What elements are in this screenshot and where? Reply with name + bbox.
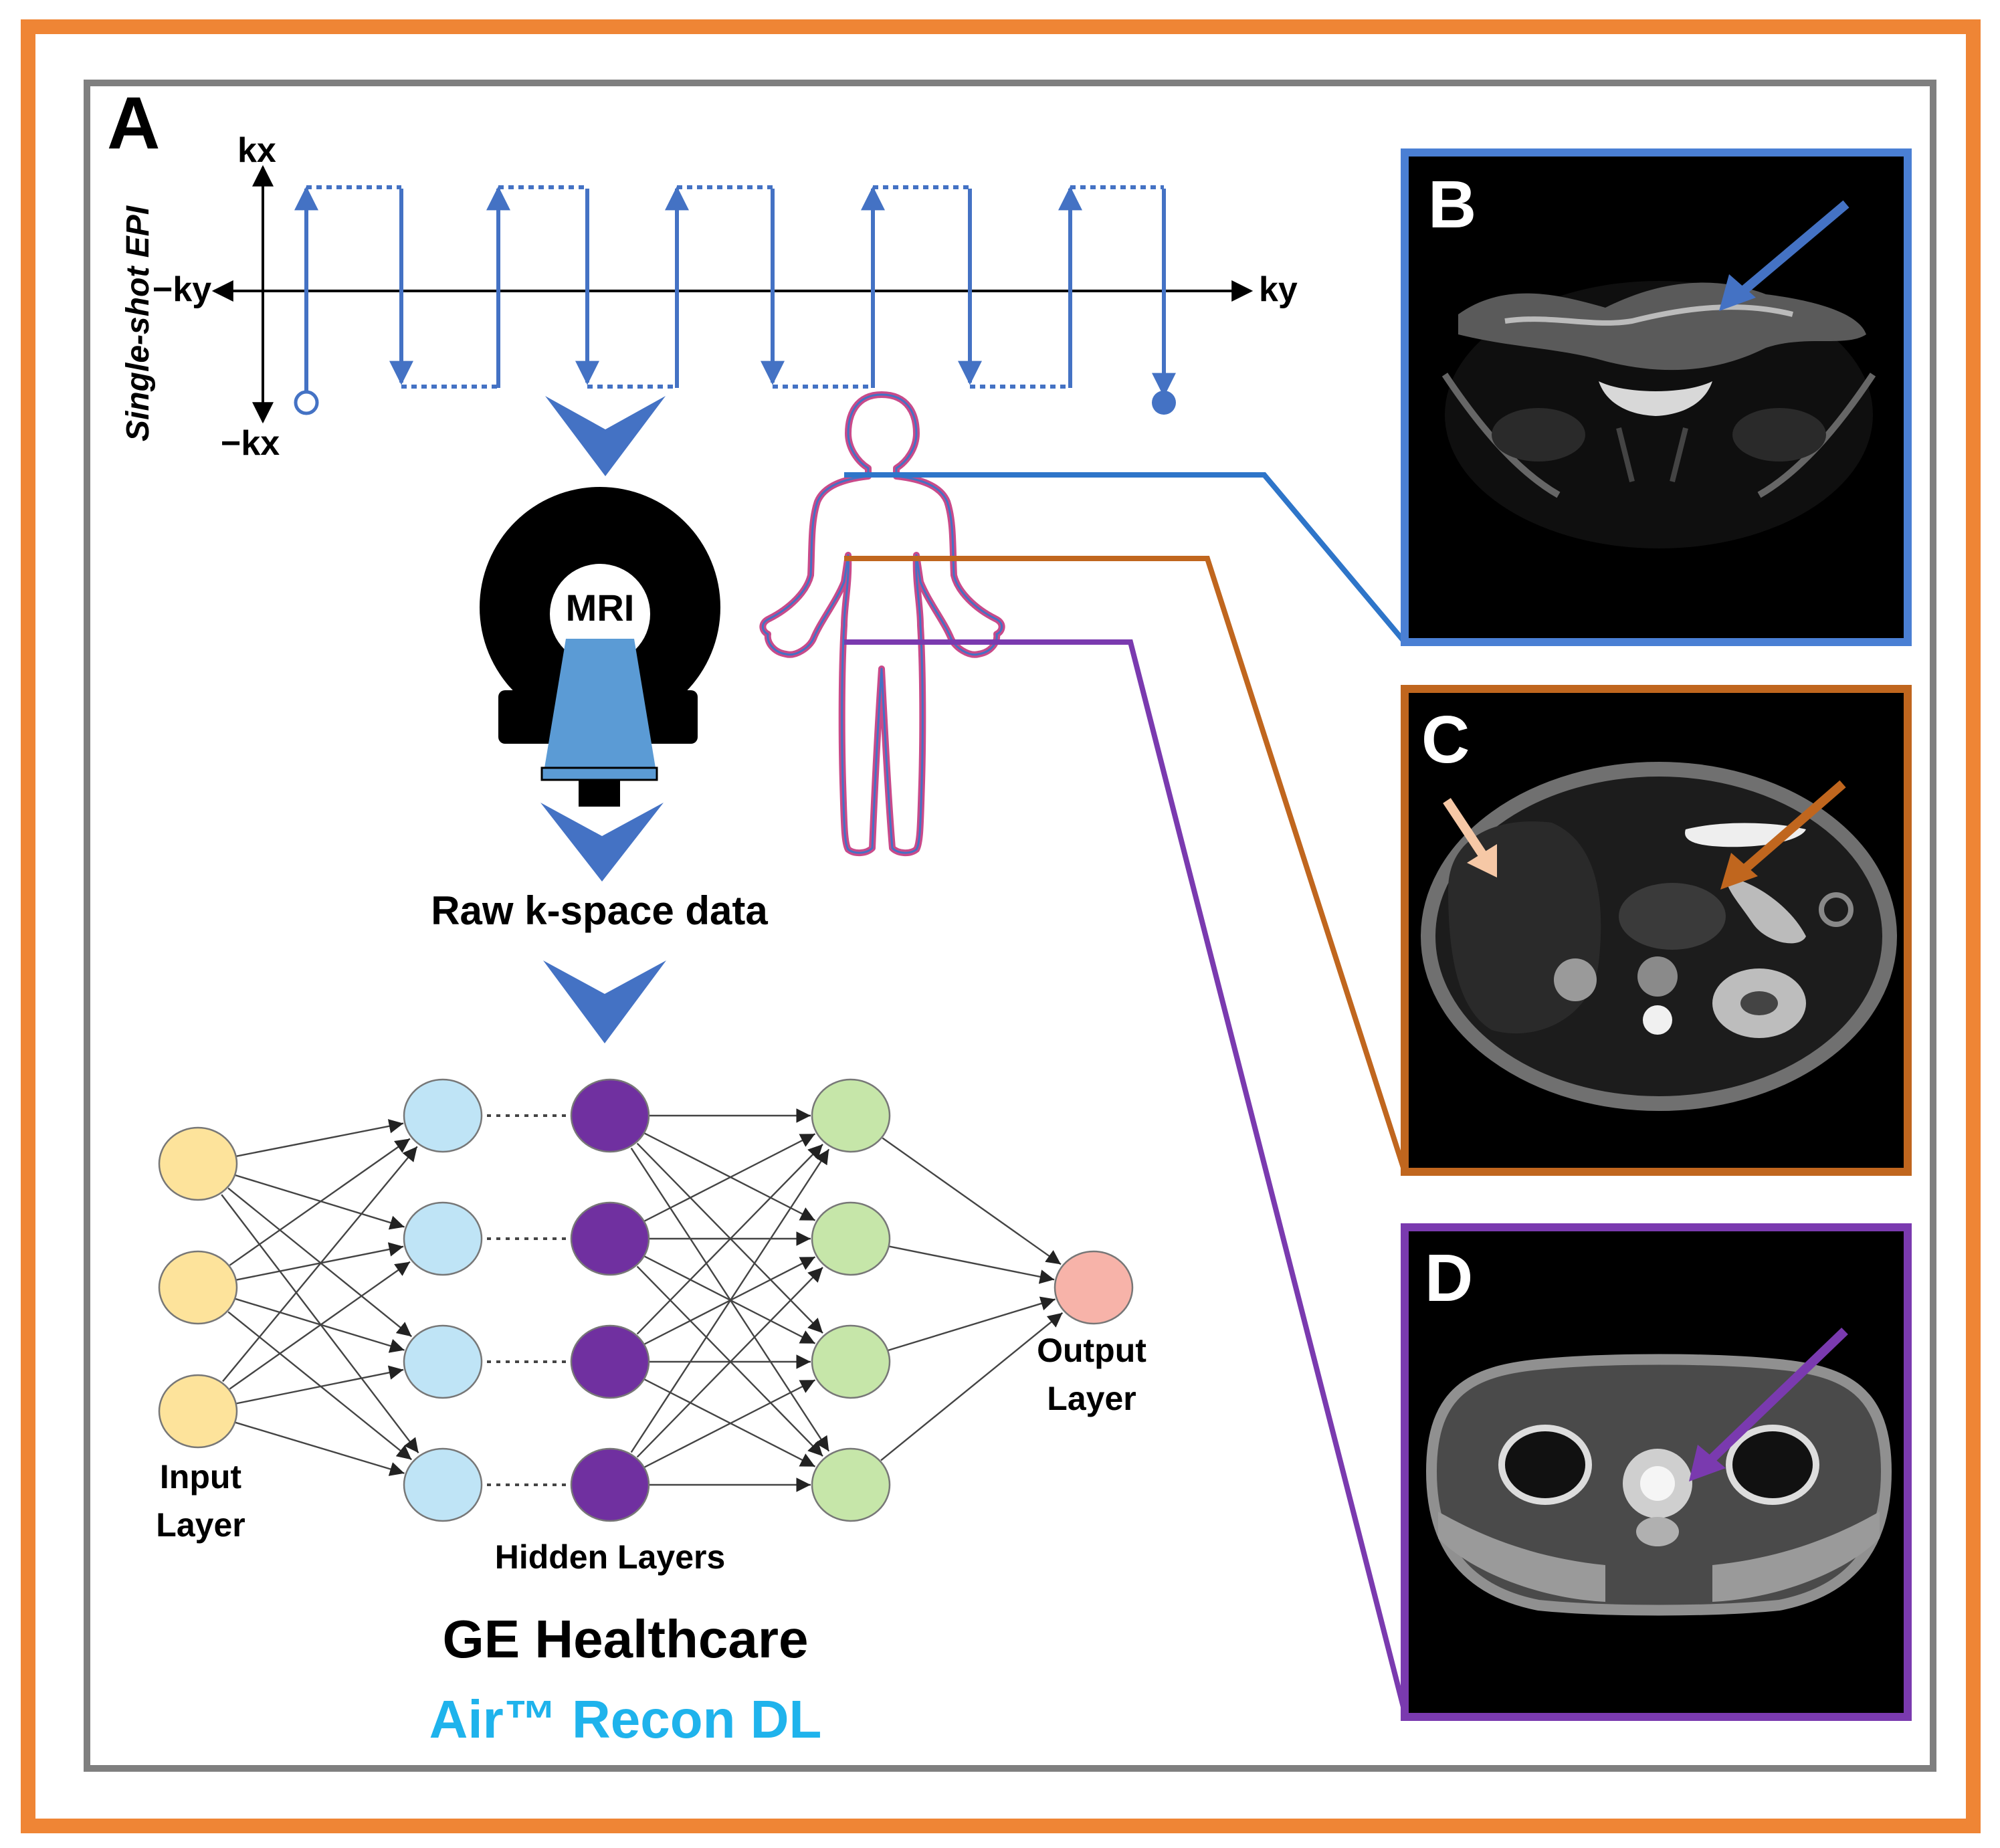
ky-axis-label: ky: [1259, 270, 1298, 309]
network-edge: [888, 1296, 1056, 1352]
panel-b-arrow: [1736, 200, 1849, 298]
panel-b-arrow-head: [1719, 274, 1756, 311]
product-label: Air™ Recon DL: [429, 1689, 822, 1749]
network-edge: [227, 1187, 413, 1338]
hidden-node-green: [811, 1447, 891, 1522]
trajectory-end-point: [1152, 391, 1176, 415]
network-edge: [229, 1138, 411, 1266]
trajectory-start-point: [294, 390, 319, 415]
mri-scanner: MRI: [480, 487, 720, 807]
network-edge: [227, 1311, 413, 1461]
down-chevron-2: [540, 803, 664, 882]
panel-c: C: [1401, 685, 1912, 1176]
network-edge: [235, 1119, 404, 1157]
panel-a: A Single-shot EPI kx −kx ky −ky: [107, 82, 1407, 1749]
panel-b-letter: B: [1428, 167, 1476, 242]
network-edge: [880, 1312, 1064, 1461]
panel-b: B: [1401, 148, 1912, 646]
hidden-node-blue: [403, 1324, 483, 1399]
neg-kx-axis-label: −kx: [221, 424, 280, 463]
connector-line-d: [844, 639, 1407, 1713]
down-chevron-1: [545, 396, 666, 476]
network-edge: [235, 1365, 404, 1405]
panel-d-letter: D: [1425, 1241, 1473, 1316]
panel-d-arrow-head: [1689, 1445, 1726, 1481]
output-node: [1054, 1250, 1134, 1325]
network-edge: [630, 1148, 830, 1453]
hidden-layers-label: Hidden Layers: [495, 1538, 726, 1576]
network-edge: [882, 1137, 1062, 1265]
panel-a-letter: A: [107, 82, 160, 165]
panel-c-peach-arrow: [1443, 798, 1488, 859]
panel-c-peach-arrow-head: [1467, 844, 1497, 878]
network-edge: [636, 1144, 823, 1335]
output-layer-label-1: Output: [1037, 1332, 1146, 1369]
network-edge: [644, 1133, 816, 1222]
sequence-label: Single-shot EPI: [120, 205, 156, 441]
hidden-node-green: [811, 1078, 891, 1153]
mri-label: MRI: [566, 587, 635, 629]
hidden-node-purple: [570, 1201, 650, 1276]
panel-d-arrow: [1706, 1327, 1848, 1465]
input-layer-label-1: Input: [160, 1458, 242, 1496]
input-node: [158, 1250, 238, 1325]
panel-c-mri-image: [1421, 762, 1897, 1111]
input-node: [158, 1126, 238, 1201]
hidden-node-blue: [403, 1201, 483, 1276]
network-edge: [229, 1261, 411, 1390]
panel-d-mri-image: [1425, 1354, 1892, 1616]
connector-line-c: [844, 556, 1407, 1173]
panel-c-letter: C: [1421, 702, 1470, 777]
network-edge: [235, 1421, 405, 1476]
neural-network: Input Layer Hidden Layers Output Layer: [156, 1078, 1146, 1576]
panel-c-orange-arrow: [1737, 780, 1846, 877]
panel-c-orange-arrow-head: [1720, 853, 1758, 890]
epi-trajectory: Single-shot EPI kx −kx ky −ky: [120, 131, 1298, 463]
panel-b-mri-image: [1441, 281, 1876, 548]
kx-axis-label: kx: [237, 131, 276, 170]
connector-line-b: [844, 472, 1407, 644]
hidden-node-blue: [403, 1078, 483, 1153]
outer-border: [21, 19, 1981, 1833]
hidden-node-green: [811, 1201, 891, 1276]
input-node: [158, 1374, 238, 1449]
network-edge: [636, 1267, 823, 1458]
hidden-node-purple: [570, 1078, 650, 1153]
hidden-node-purple: [570, 1324, 650, 1399]
network-edge: [644, 1379, 816, 1468]
hidden-node-blue: [403, 1447, 483, 1522]
human-body-outline: [759, 391, 1005, 856]
input-layer-label-2: Layer: [156, 1506, 245, 1544]
network-edge: [888, 1245, 1055, 1284]
hidden-node-purple: [570, 1447, 650, 1522]
down-chevron-3: [543, 960, 666, 1043]
neg-ky-axis-label: −ky: [153, 270, 211, 309]
panel-d: D: [1401, 1223, 1912, 1721]
hidden-node-green: [811, 1324, 891, 1399]
output-layer-label-2: Layer: [1047, 1380, 1136, 1417]
network-edge: [222, 1146, 418, 1382]
vendor-label: GE Healthcare: [443, 1609, 809, 1669]
raw-kspace-label: Raw k-space data: [431, 888, 768, 933]
